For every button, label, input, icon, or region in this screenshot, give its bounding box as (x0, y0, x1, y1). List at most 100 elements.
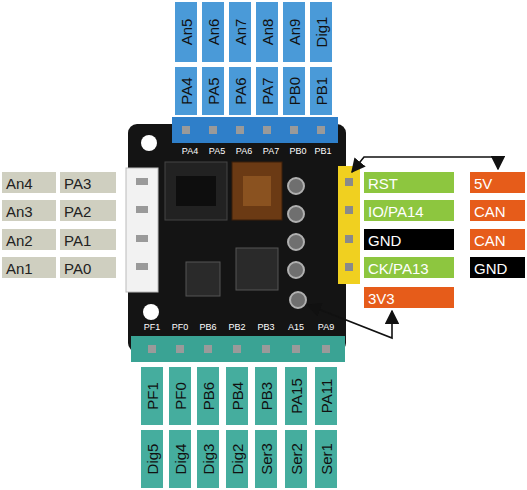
pin-name: PA15 (289, 378, 304, 414)
pin-name: CK/PA13 (368, 260, 429, 275)
pin-label: PA2 (60, 200, 116, 221)
pin-label: CAN (470, 229, 525, 250)
pin-label: An1 (2, 257, 56, 278)
pin-name: PA4 (179, 77, 194, 104)
leader-arrow (352, 157, 498, 172)
pin-name: Dig4 (173, 444, 188, 475)
pin-label: PA15 (285, 367, 307, 425)
silkscreen-label: PB2 (228, 323, 245, 332)
pin-name: PF1 (145, 382, 160, 410)
pin-name: 3V3 (368, 290, 395, 305)
pads (288, 178, 306, 308)
pin-label: PA5 (202, 67, 224, 115)
top-header-pins (182, 126, 325, 134)
pin-label: Dig3 (197, 430, 219, 488)
pin-label: An7 (229, 2, 251, 62)
pin-label: PA7 (256, 67, 278, 115)
pin-name: 5V (474, 175, 492, 190)
pin-label: Dig5 (141, 430, 163, 488)
swd-header-pins (345, 178, 353, 271)
pin-name: PB3 (259, 382, 274, 410)
pin-name: Ser1 (319, 443, 334, 475)
leader-arrow (308, 305, 392, 338)
pin-name: An8 (260, 19, 275, 46)
can-connector-2-socket (243, 176, 271, 206)
pin-label: Dig2 (226, 430, 248, 488)
pin-label: RST (364, 172, 454, 193)
pin-name: PA6 (233, 77, 248, 104)
silkscreen-label: PA9 (318, 323, 334, 332)
pin-name: An5 (179, 19, 194, 46)
bottom-header (131, 336, 345, 362)
pin-label: Ser2 (285, 430, 307, 488)
pin-name: Dig1 (314, 17, 329, 48)
pin-label: An5 (175, 2, 197, 62)
pin-name: PA11 (319, 379, 334, 413)
pin-label: GND (364, 229, 454, 250)
pin-name: IO/PA14 (368, 203, 424, 218)
pin-name: PB6 (201, 382, 216, 410)
pin-name: Dig2 (230, 444, 245, 475)
bottom-header-pins (148, 345, 330, 353)
pin-label: An3 (2, 200, 56, 221)
pin-label: PF1 (141, 367, 163, 425)
pin-name: PA5 (206, 77, 221, 104)
pin-label: GND (470, 257, 525, 278)
pin-label: PA0 (60, 257, 116, 278)
pin-name: An7 (233, 19, 248, 46)
pin-label: Ser3 (255, 430, 277, 488)
pin-name: PA0 (64, 260, 91, 275)
pin-name: PA3 (64, 175, 91, 190)
can-connector-socket (176, 176, 216, 206)
silkscreen-label: PB6 (199, 323, 216, 332)
pin-name: PB1 (314, 77, 329, 105)
pin-name: PB0 (287, 77, 302, 105)
pin-name: RST (368, 175, 398, 190)
pin-name: An9 (287, 19, 302, 46)
silkscreen-label: PA7 (263, 147, 279, 156)
pin-label: An9 (283, 2, 305, 62)
swd-header (338, 166, 360, 284)
pin-label: PB1 (310, 67, 332, 115)
pin-name: An2 (6, 232, 33, 247)
side-connector (126, 168, 158, 292)
chip (186, 262, 220, 296)
silkscreen-label: PB0 (289, 147, 306, 156)
pin-label: PB4 (226, 367, 248, 425)
pin-name: PF0 (173, 382, 188, 410)
pin-label: PB0 (283, 67, 305, 115)
pin-label: Dig4 (169, 430, 191, 488)
mount-hole (143, 304, 159, 320)
pin-name: An1 (6, 260, 33, 275)
silkscreen-label: A15 (288, 323, 304, 332)
silkscreen-label: PA5 (209, 147, 225, 156)
mount-hole (141, 135, 157, 151)
pin-name: PB4 (230, 382, 245, 410)
pin-label: 5V (470, 172, 525, 193)
pin-name: Dig3 (201, 444, 216, 475)
side-connector-pins (136, 178, 148, 270)
pin-name: GND (474, 260, 507, 275)
pin-name: Ser2 (289, 443, 304, 475)
top-header (172, 117, 338, 143)
pin-label: An2 (2, 229, 56, 250)
silkscreen-label: PF0 (172, 323, 189, 332)
pin-label: PA3 (60, 172, 116, 193)
chip (236, 248, 278, 290)
pin-name: Dig5 (145, 444, 160, 475)
pin-label: IO/PA14 (364, 200, 454, 221)
pin-label: CK/PA13 (364, 257, 454, 278)
pin-name: CAN (474, 232, 506, 247)
pin-label: An8 (256, 2, 278, 62)
silkscreen-label: PA4 (182, 147, 198, 156)
pin-label: An6 (202, 2, 224, 62)
pin-label: Dig1 (310, 2, 332, 62)
can-connector-2 (232, 162, 282, 220)
pin-name: Ser3 (259, 443, 274, 475)
pin-name: CAN (474, 203, 506, 218)
pin-label: PA4 (175, 67, 197, 115)
pin-label: CAN (470, 200, 525, 221)
pin-label: An4 (2, 172, 56, 193)
pin-name: PA7 (260, 77, 275, 104)
pin-name: GND (368, 232, 401, 247)
